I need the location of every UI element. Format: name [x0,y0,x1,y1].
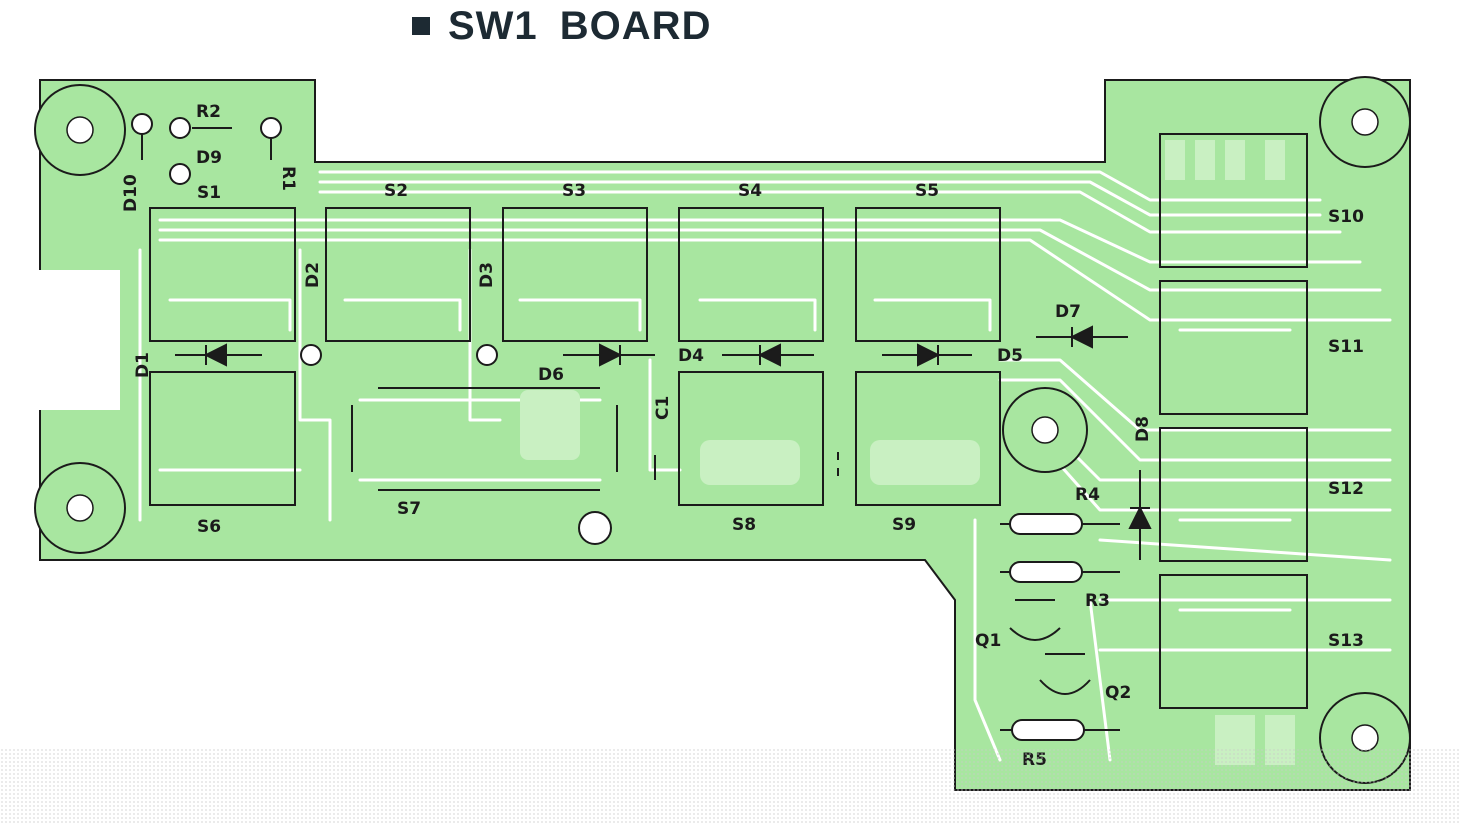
label-s9: S9 [892,515,916,535]
mounting-hole-icon [34,84,126,176]
label-d8: D8 [1133,416,1153,442]
copper-traces [138,170,1392,762]
label-s1: S1 [197,183,221,203]
label-d7: D7 [1055,302,1081,322]
resistor-symbol-icon [1000,561,1120,583]
diode-symbol-icon [1128,470,1152,560]
mounting-hole-icon [1319,76,1411,168]
label-c1: C1 [653,396,673,420]
mounting-hole-icon [34,462,126,554]
switch-footprint-s6 [149,371,296,506]
label-d6: D6 [538,365,564,385]
component-pads [131,113,498,366]
board-left-cutout [30,270,120,410]
switch-footprint-s13 [1159,574,1308,709]
resistor-symbol-icon [1000,719,1120,741]
copper-pads [520,140,1295,765]
board-title: SW1 BOARD [412,4,711,48]
switch-footprint-s2 [325,207,471,342]
label-s4: S4 [738,181,762,201]
label-s3: S3 [562,181,586,201]
label-d5: D5 [997,346,1023,366]
diode-symbol-icon [882,343,972,367]
label-d3: D3 [477,262,497,288]
pcb-board-outline [39,79,1411,791]
label-s10: S10 [1328,207,1364,227]
transistor-outline-icon [1039,653,1091,695]
board-title-text: SW1 BOARD [448,3,712,48]
label-q2: Q2 [1105,683,1131,703]
label-d9: D9 [196,148,222,168]
switch-footprint-s5 [855,207,1001,342]
black-square-icon [412,17,430,35]
label-r2: R2 [196,102,221,122]
label-r1: R1 [278,166,298,191]
diode-symbol-icon [563,343,655,367]
label-q1: Q1 [975,631,1001,651]
label-s13: S13 [1328,631,1364,651]
switch-footprint-s7 [351,387,618,491]
label-s8: S8 [732,515,756,535]
switch-footprint-s8 [678,371,824,506]
switch-footprint-s12 [1159,427,1308,562]
label-d1: D1 [133,352,153,378]
halftone-scan-band [0,748,1461,823]
switch-footprints [149,133,1308,709]
transistor-outline-icon [1009,599,1061,641]
label-s6: S6 [197,517,221,537]
diode-symbol-icon [1036,325,1128,349]
label-s5: S5 [915,181,939,201]
label-r3: R3 [1085,591,1110,611]
switch-footprint-s4 [678,207,824,342]
label-s11: S11 [1328,337,1364,357]
label-s12: S12 [1328,479,1364,499]
label-r4: R4 [1075,485,1100,505]
label-d10: D10 [121,174,141,212]
switch-footprint-s11 [1159,280,1308,415]
diode-symbol-icon [175,343,262,367]
diode-symbol-icon [722,343,814,367]
capacitor-c1 [654,452,839,480]
label-s2: S2 [384,181,408,201]
mounting-hole-icon [1002,387,1088,473]
label-s7: S7 [397,499,421,519]
switch-footprint-s9 [855,371,1001,506]
label-d4: D4 [678,346,704,366]
board-bottom-notch [578,511,612,545]
switch-footprint-s10 [1159,133,1308,268]
label-d2: D2 [303,262,323,288]
switch-footprint-s1 [149,207,296,342]
resistor-symbol-icon [1000,513,1120,535]
switch-footprint-s3 [502,207,648,342]
